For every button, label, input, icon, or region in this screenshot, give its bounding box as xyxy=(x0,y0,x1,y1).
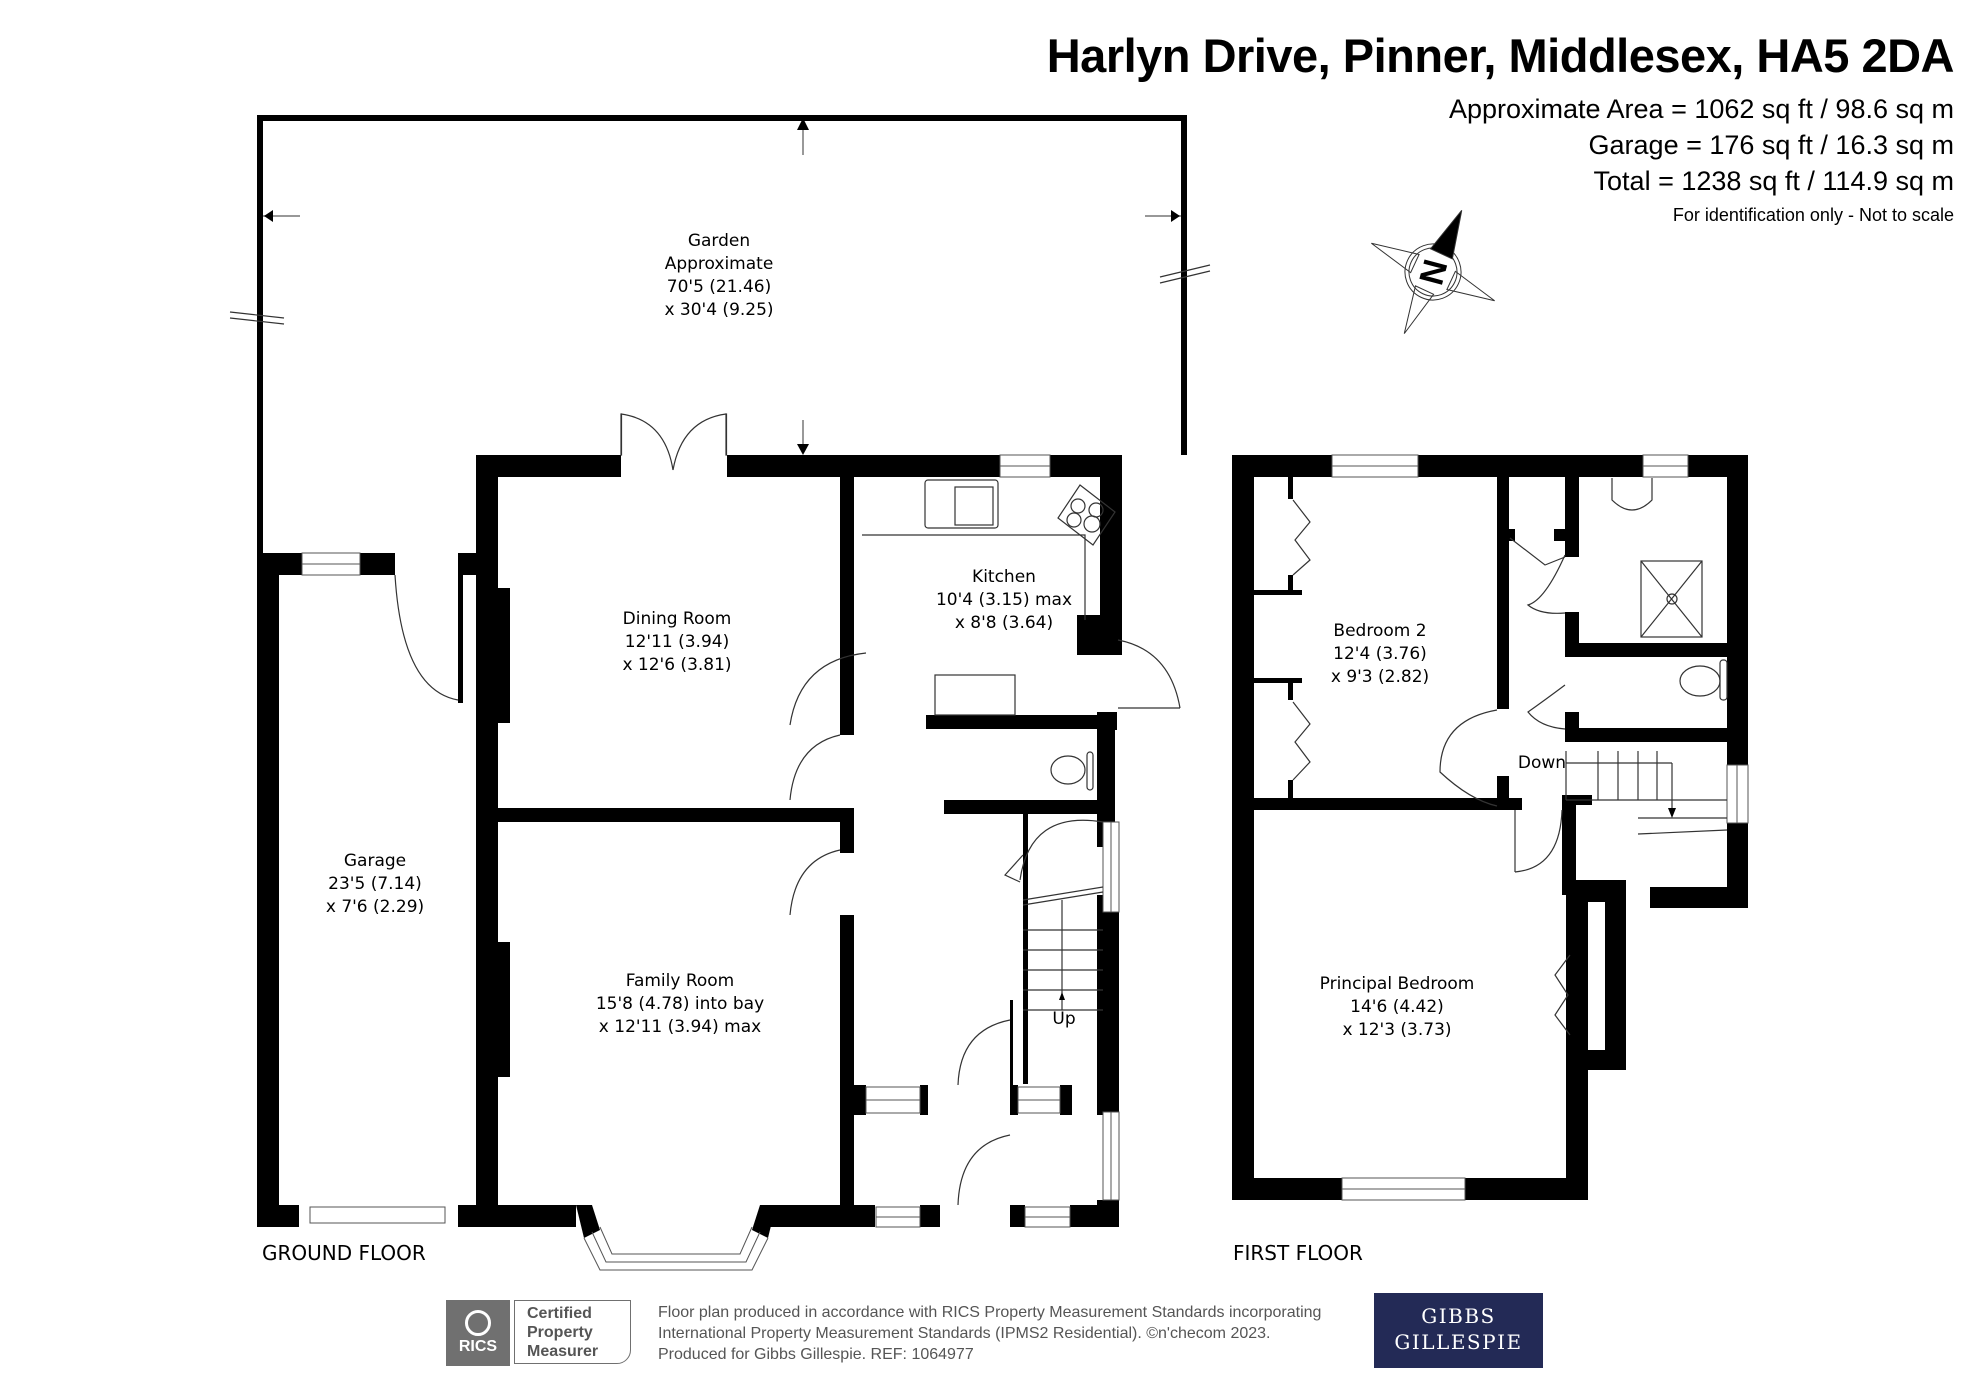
property-address-title: Harlyn Drive, Pinner, Middlesex, HA5 2DA xyxy=(1046,29,1955,82)
garage-area: Garage = 176 sq ft / 16.3 sq m xyxy=(1588,130,1954,160)
garage-wall-left xyxy=(257,553,279,1225)
scale-disclaimer: For identification only - Not to scale xyxy=(1672,205,1954,225)
garden-boundary-right xyxy=(1181,115,1187,455)
garden-boundary-top xyxy=(257,115,1187,121)
garden-boundary-left xyxy=(257,115,263,555)
rics-logo: RICS xyxy=(446,1300,510,1366)
rics-lion-icon xyxy=(465,1310,491,1336)
first-floor-label: FIRST FLOOR xyxy=(1233,1241,1363,1265)
stairs-down-label: Down xyxy=(1517,753,1567,773)
ground-floor-label: GROUND FLOOR xyxy=(262,1241,426,1265)
first-floor-wall-right xyxy=(1727,455,1748,765)
total-area: Total = 1238 sq ft / 114.9 sq m xyxy=(1593,166,1954,196)
approximate-area: Approximate Area = 1062 sq ft / 98.6 sq … xyxy=(1448,94,1954,124)
first-floor-wall-left xyxy=(1232,455,1254,1200)
stairs-up-label: Up xyxy=(1052,1009,1076,1029)
main-wall-left xyxy=(476,455,498,1227)
compass-north-label: N xyxy=(1412,255,1455,289)
compass-rose-icon xyxy=(1371,210,1495,334)
footer-disclaimer: Floor plan produced in accordance with R… xyxy=(658,1304,1322,1363)
